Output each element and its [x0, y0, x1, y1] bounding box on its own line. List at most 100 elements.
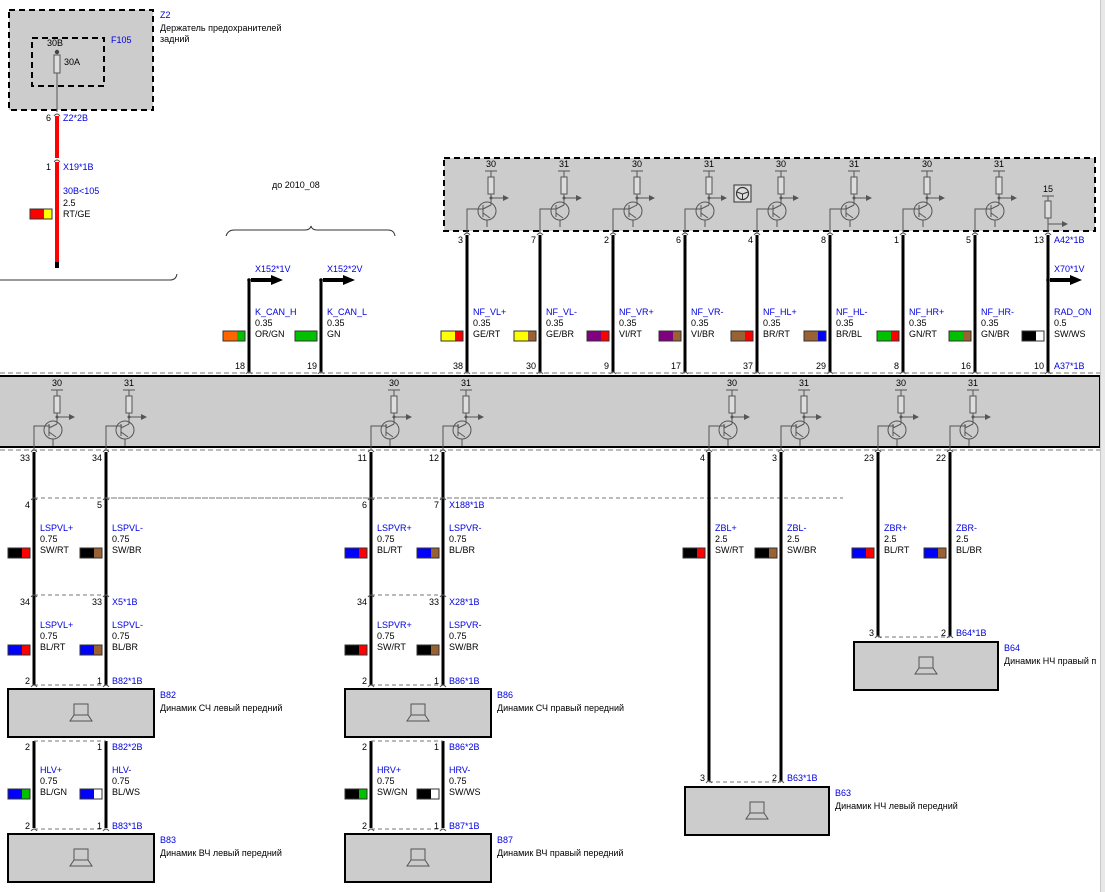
resistor: [125, 395, 133, 414]
resistor: [1044, 200, 1052, 219]
wire-size: 0.35: [327, 318, 345, 328]
pin-number: 1: [97, 742, 102, 752]
swatch-primary: [30, 209, 44, 219]
resistor: [923, 176, 931, 195]
pin-number: 1: [894, 235, 899, 245]
speaker-cone: [914, 667, 938, 675]
wire-color-code: RT/GE: [63, 209, 90, 219]
swatch-stripe: [769, 548, 777, 558]
swatch-stripe: [22, 645, 30, 655]
wire-name: K_CAN_H: [255, 307, 297, 317]
wire-name: HLV+: [40, 765, 62, 775]
wire-color-code: GN/BR: [981, 329, 1010, 339]
arrow-head: [406, 414, 412, 420]
pin-mark: [705, 449, 713, 453]
component-name: Динамик НЧ левый передний: [835, 801, 958, 811]
connector-id: B63*1B: [787, 773, 818, 783]
connector-id: B83*1B: [112, 821, 143, 831]
wire-name: LSPVR-: [449, 620, 482, 630]
swatch-primary: [804, 331, 818, 341]
terminal-label: 31: [849, 159, 859, 169]
pin-number: 9: [604, 361, 609, 371]
pin-mark: [30, 828, 38, 832]
pin-mark: [30, 594, 38, 598]
collector: [700, 204, 710, 210]
wire-size: 0.35: [763, 318, 781, 328]
pin-number: 2: [362, 676, 367, 686]
arrow-head: [721, 195, 727, 201]
connector-id: A42*1B: [1054, 235, 1085, 245]
transistor-base-lead: [539, 208, 556, 233]
wire-size: 0.75: [112, 776, 130, 786]
wire-name: RAD_ON: [1054, 307, 1092, 317]
wire-size: 2.5: [715, 534, 728, 544]
wire-size: 0.35: [981, 318, 999, 328]
wire-color-code: BL/BR: [112, 642, 139, 652]
speaker-body: [7, 688, 155, 738]
pin-number: 3: [772, 453, 777, 463]
connector-id: X19*1B: [63, 162, 94, 172]
connector-id: A37*1B: [1054, 361, 1085, 371]
wire-color-code: GE/BR: [546, 329, 575, 339]
collector: [892, 423, 902, 429]
resistor: [390, 395, 398, 414]
wire-name: ZBR-: [956, 523, 977, 533]
speaker-icon: [745, 801, 769, 820]
swatch-primary: [587, 331, 601, 341]
arrow-head: [985, 414, 991, 420]
swatch-primary: [852, 548, 866, 558]
transistor-output-icon: 31: [959, 378, 991, 446]
terminal-label: 30: [896, 378, 906, 388]
connector-id: B82*2B: [112, 742, 143, 752]
pin-mark: [705, 780, 713, 784]
swatch-border: [658, 330, 682, 342]
pin-mark: [874, 449, 882, 453]
transistor-base-lead: [877, 425, 894, 450]
swatch-stripe: [237, 331, 245, 341]
wire-color-swatch: [803, 330, 827, 342]
arrow-right-icon: [319, 275, 355, 285]
pin-number: 2: [362, 742, 367, 752]
wire-size: 0.75: [449, 776, 467, 786]
swatch-border: [513, 330, 537, 342]
transistor-base-lead: [105, 425, 122, 450]
wire-color-code: SW/RT: [715, 545, 744, 555]
wire-name: NF_VL+: [473, 307, 506, 317]
emitter: [700, 212, 709, 219]
component-name: Динамик ВЧ правый передний: [497, 848, 623, 858]
wire-name: LSPVR+: [377, 523, 412, 533]
wire-color-swatch: [344, 788, 368, 800]
fuse-holder-box: [8, 9, 154, 111]
vertical-scrollbar[interactable]: [1100, 0, 1105, 892]
pin-mark: [946, 635, 954, 639]
swatch-stripe: [431, 789, 439, 799]
wire-color-code: SW/WS: [449, 787, 481, 797]
transistor-output-icon: 31: [695, 159, 727, 227]
wire-color-code: SW/GN: [377, 787, 408, 797]
pin-number: 18: [235, 361, 245, 371]
swatch-primary: [345, 789, 359, 799]
wire-color-code: BL/BR: [449, 545, 476, 555]
transistor-base-lead: [612, 208, 629, 233]
wire-color-swatch: [851, 547, 875, 559]
wire-size: 0.75: [377, 631, 395, 641]
swatch-stripe: [963, 331, 971, 341]
wire-size: 0.75: [377, 534, 395, 544]
wire-color-swatch: [79, 788, 103, 800]
emitter: [772, 212, 781, 219]
transistor-base-lead: [466, 208, 483, 233]
connector-id: Z2*2B: [63, 113, 88, 123]
fuse-terminal-dot: [54, 49, 60, 55]
transistor-output-icon: 30: [887, 378, 919, 446]
wire-color-code: SW/BR: [449, 642, 479, 652]
pin-number: 2: [604, 235, 609, 245]
arrow-head: [141, 414, 147, 420]
wire-color-code: OR/GN: [255, 329, 285, 339]
wire-color-swatch: [416, 644, 440, 656]
pin-mark: [367, 594, 375, 598]
wire-size: 0.75: [449, 631, 467, 641]
